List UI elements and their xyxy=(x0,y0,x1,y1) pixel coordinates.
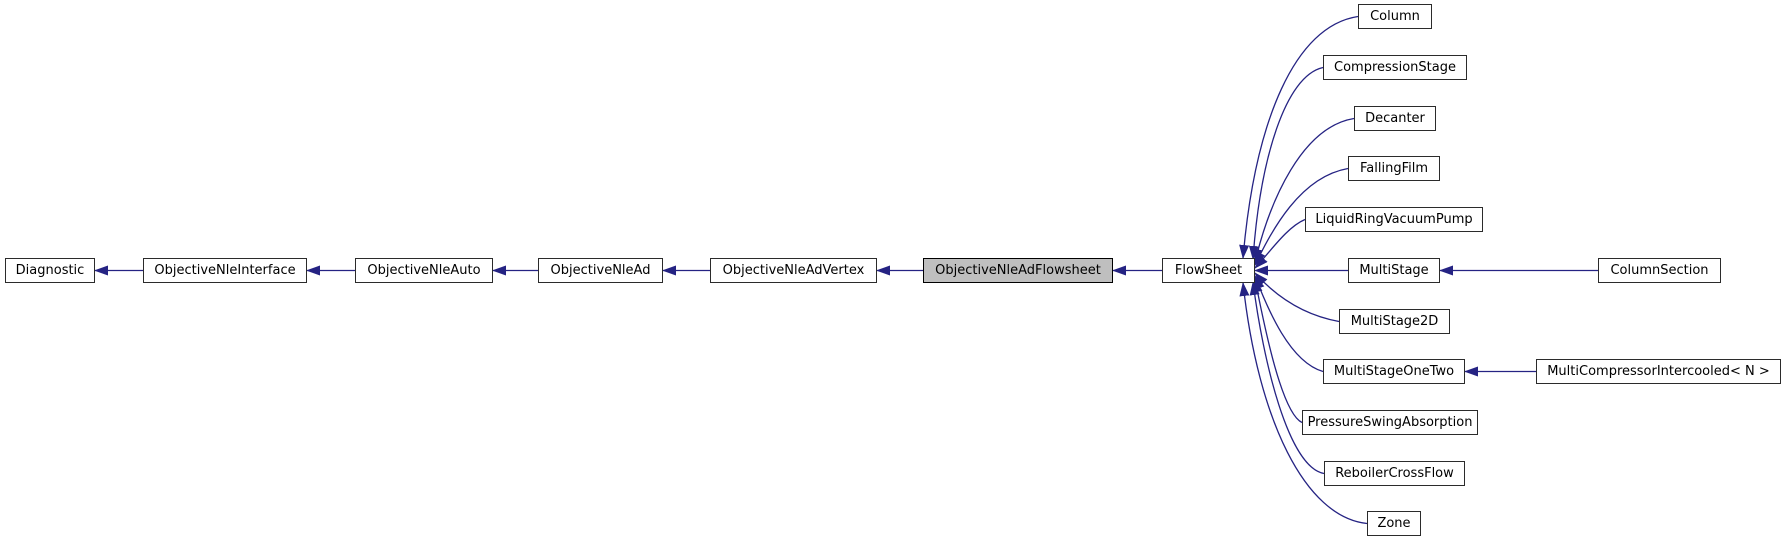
edge-compressionstage-to-flowsheet xyxy=(1248,66,1324,260)
class-node-liquid-ring-vacuum-pump[interactable]: LiquidRingVacuumPump xyxy=(1305,207,1483,232)
class-node-column[interactable]: Column xyxy=(1358,4,1432,29)
class-node-column-section[interactable]: ColumnSection xyxy=(1598,258,1721,283)
edge-zone-to-flowsheet xyxy=(1239,282,1368,525)
class-node-objective-nle-ad-flowsheet-current: ObjectiveNleAdFlowsheet xyxy=(923,258,1113,283)
edge-pressureswingabsorption-to-flowsheet xyxy=(1252,278,1303,424)
class-node-multi-stage-one-two[interactable]: MultiStageOneTwo xyxy=(1323,359,1465,384)
edge-fallingfilm-to-flowsheet xyxy=(1254,167,1349,266)
class-node-flowsheet[interactable]: FlowSheet xyxy=(1162,258,1255,283)
class-node-multi-stage-2d[interactable]: MultiStage2D xyxy=(1339,309,1450,334)
class-node-reboiler-cross-flow[interactable]: ReboilerCrossFlow xyxy=(1324,461,1465,486)
class-node-diagnostic[interactable]: Diagnostic xyxy=(5,258,95,283)
edge-decanter-to-flowsheet xyxy=(1253,117,1355,263)
class-node-zone[interactable]: Zone xyxy=(1367,511,1421,536)
class-node-multi-stage[interactable]: MultiStage xyxy=(1348,258,1440,283)
class-node-objective-nle-ad-vertex[interactable]: ObjectiveNleAdVertex xyxy=(710,258,877,283)
edge-multistageonetwo-to-flowsheet xyxy=(1254,275,1324,373)
class-node-pressure-swing-absorption[interactable]: PressureSwingAbsorption xyxy=(1302,410,1478,435)
edge-liquidringvacuumpump-to-flowsheet xyxy=(1254,218,1306,269)
edge-multistage2d-to-flowsheet xyxy=(1254,272,1340,323)
class-node-objective-nle-interface[interactable]: ObjectiveNleInterface xyxy=(143,258,307,283)
class-node-objective-nle-ad[interactable]: ObjectiveNleAd xyxy=(538,258,663,283)
class-node-decanter[interactable]: Decanter xyxy=(1354,106,1436,131)
class-node-multi-compressor-intercooled[interactable]: MultiCompressorIntercooled< N > xyxy=(1536,359,1781,384)
class-node-objective-nle-auto[interactable]: ObjectiveNleAuto xyxy=(355,258,493,283)
class-node-falling-film[interactable]: FallingFilm xyxy=(1348,156,1440,181)
edge-column-to-flowsheet xyxy=(1239,15,1359,259)
edge-reboilercrossflow-to-flowsheet xyxy=(1249,281,1325,475)
class-node-compression-stage[interactable]: CompressionStage xyxy=(1323,55,1467,80)
